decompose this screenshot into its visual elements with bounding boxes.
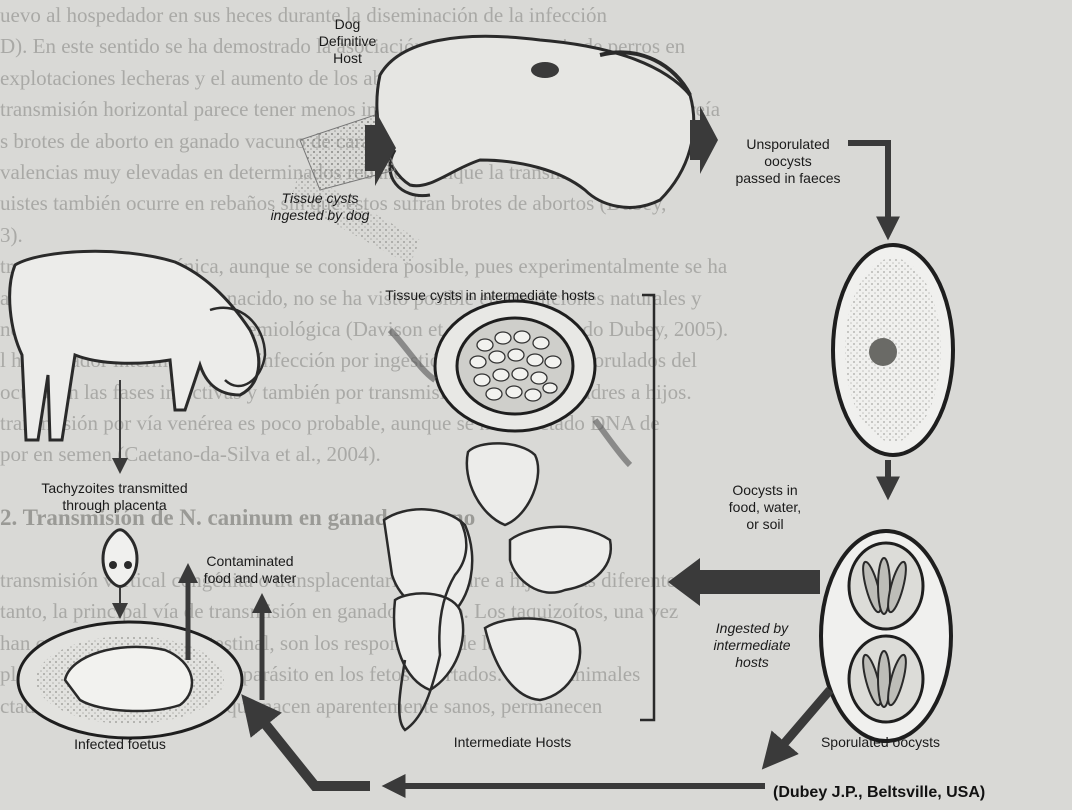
label-dog-definitive-host: Dog Definitive Host [295, 16, 400, 67]
intermediate-host-animals [384, 443, 611, 730]
unsporulated-oocyst [833, 245, 953, 455]
arrow-bottom-to-left [250, 705, 370, 786]
label-contaminated-food-water: Contaminated food and water [180, 553, 320, 587]
label-sporulated-oocysts: Sporulated oocysts [788, 734, 973, 751]
label-oocysts-food-water-soil: Oocysts in food, water, or soil [710, 482, 820, 533]
arrow-to-intermediate-hosts [668, 558, 820, 606]
intermediate-hosts-bracket [640, 295, 654, 720]
dog-illustration [377, 36, 694, 207]
infected-foetus-illustration [18, 622, 242, 738]
credit-line: (Dubey J.P., Beltsville, USA) [773, 784, 985, 802]
label-unsporulated-oocysts: Unsporulated oocysts passed in faeces [718, 136, 858, 187]
label-tissue-cysts-ingested-by-dog: Tissue cysts ingested by dog [245, 190, 395, 224]
label-tachyzoites-through-placenta: Tachyzoites transmitted through placenta [22, 480, 207, 514]
label-ingested-by-intermediate-hosts: Ingested by intermediate hosts [697, 620, 807, 671]
cow-illustration [10, 251, 265, 440]
label-intermediate-hosts: Intermediate Hosts [405, 734, 620, 751]
label-tissue-cysts-intermediate-hosts: Tissue cysts in intermediate hosts [340, 287, 640, 304]
label-infected-foetus: Infected foetus [45, 736, 195, 753]
tissue-cyst-illustration [390, 301, 630, 465]
sporulated-oocyst [821, 531, 951, 741]
placenta-illustration [103, 530, 137, 587]
